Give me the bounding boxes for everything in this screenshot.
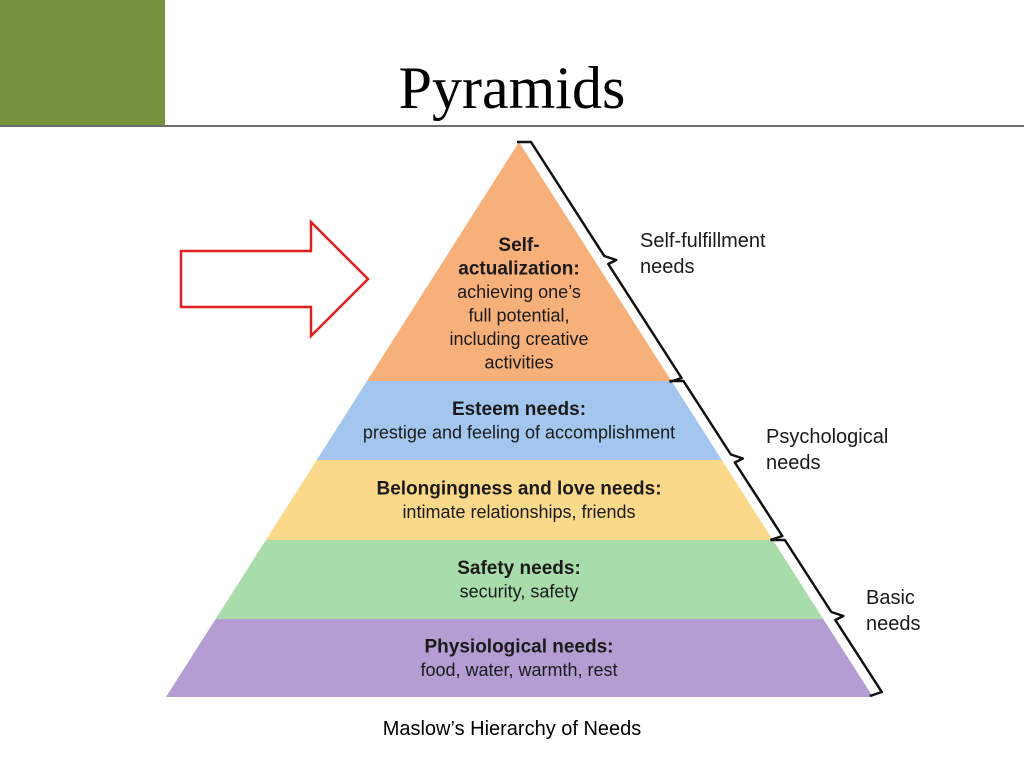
pyramid-level-5 (166, 619, 873, 697)
level-description: food, water, warmth, rest (420, 660, 617, 680)
pyramid-level-3 (265, 460, 773, 540)
group-brace (669, 379, 784, 542)
level-title: Safety needs: (457, 558, 581, 579)
level-title: actualization: (458, 259, 579, 280)
group-label: Psychological (766, 426, 888, 448)
group-label: needs (640, 256, 695, 278)
slide-title: Pyramids (398, 55, 626, 121)
level-description: intimate relationships, friends (402, 502, 635, 522)
group-label: Self-fulfillment (640, 230, 766, 252)
level-title: Esteem needs: (452, 399, 586, 420)
pyramid-level-2 (316, 381, 722, 460)
group-label: needs (866, 613, 921, 635)
level-description: activities (484, 353, 553, 373)
level-description: prestige and feeling of accomplishment (363, 422, 675, 442)
red-arrow-icon (179, 218, 370, 340)
pyramid-level-1 (366, 142, 672, 381)
level-description: security, safety (460, 581, 579, 601)
level-title: Belongingness and love needs: (376, 478, 661, 499)
level-title: Physiological needs: (425, 636, 614, 657)
group-label: needs (766, 452, 821, 474)
level-description: including creative (449, 329, 588, 349)
accent-block (0, 0, 165, 126)
pyramid-level-4 (215, 540, 824, 619)
level-description: full potential, (468, 306, 569, 326)
level-title: Self- (498, 235, 539, 256)
group-label: Basic (866, 587, 915, 609)
title-divider (0, 125, 1024, 127)
figure-caption: Maslow’s Hierarchy of Needs (382, 718, 642, 740)
group-brace (517, 140, 683, 384)
level-description: achieving one’s (457, 282, 581, 302)
group-brace (770, 538, 884, 698)
